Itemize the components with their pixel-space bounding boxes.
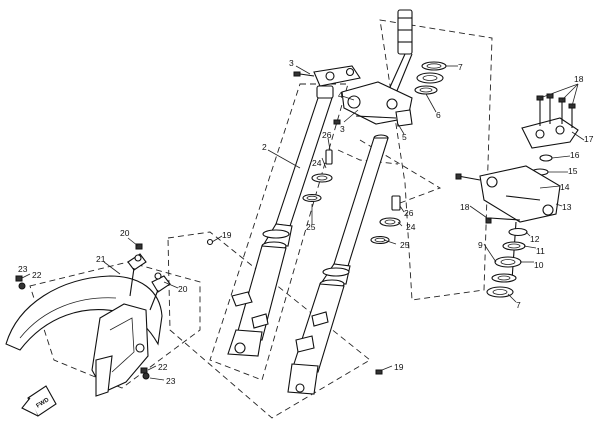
left-fork-leg xyxy=(227,85,334,357)
callout-7: 7 xyxy=(516,300,521,310)
callout-22: 22 xyxy=(158,362,168,372)
callout-4: 4 xyxy=(338,90,343,100)
callout-15: 15 xyxy=(568,166,578,176)
handlebar-clamp-assembly xyxy=(521,93,579,149)
front-fender xyxy=(5,253,171,397)
fork-seals xyxy=(302,149,401,245)
callout-22: 22 xyxy=(32,270,42,280)
callout-24: 24 xyxy=(312,158,322,168)
callout-3: 3 xyxy=(340,124,345,134)
lower-triple-clamp-right xyxy=(457,165,561,223)
callout-11: 11 xyxy=(536,246,545,256)
callout-25: 25 xyxy=(306,222,316,232)
callout-12: 12 xyxy=(530,234,540,244)
right-fork-leg xyxy=(287,134,389,395)
fasteners xyxy=(15,71,492,380)
callout-23: 23 xyxy=(166,376,176,386)
callout-17: 17 xyxy=(584,134,594,144)
callout-3: 3 xyxy=(289,58,294,68)
callout-23: 23 xyxy=(18,264,28,274)
lower-triple-clamp-top xyxy=(341,81,413,127)
callout-24: 24 xyxy=(406,222,416,232)
callout-16: 16 xyxy=(570,150,580,160)
callout-19: 19 xyxy=(222,230,232,240)
stem-bearings-lower xyxy=(486,221,528,298)
callout-26: 26 xyxy=(322,130,332,140)
callout-6: 6 xyxy=(436,110,441,120)
stem-bearings-upper xyxy=(414,61,447,95)
upper-bracket xyxy=(299,65,361,87)
callout-2: 2 xyxy=(262,142,267,152)
callout-20: 20 xyxy=(178,284,188,294)
callout-10: 10 xyxy=(534,260,544,270)
callout-13: 13 xyxy=(562,202,572,212)
callout-25: 25 xyxy=(400,240,410,250)
callout-9: 9 xyxy=(478,240,483,250)
callout-20: 20 xyxy=(120,228,130,238)
callout-14: 14 xyxy=(560,182,570,192)
callout-18: 18 xyxy=(460,202,470,212)
callout-7: 7 xyxy=(458,62,463,72)
callout-26: 26 xyxy=(404,208,414,218)
callout-5: 5 xyxy=(402,132,407,142)
forward-direction-badge: FWD xyxy=(21,385,57,417)
callout-labels: 2 3 3 4 5 6 7 18 17 16 15 14 13 18 12 11… xyxy=(18,58,594,386)
callout-21: 21 xyxy=(96,254,106,264)
leader-lines xyxy=(21,65,585,381)
callout-18: 18 xyxy=(574,74,584,84)
callout-19: 19 xyxy=(394,362,404,372)
